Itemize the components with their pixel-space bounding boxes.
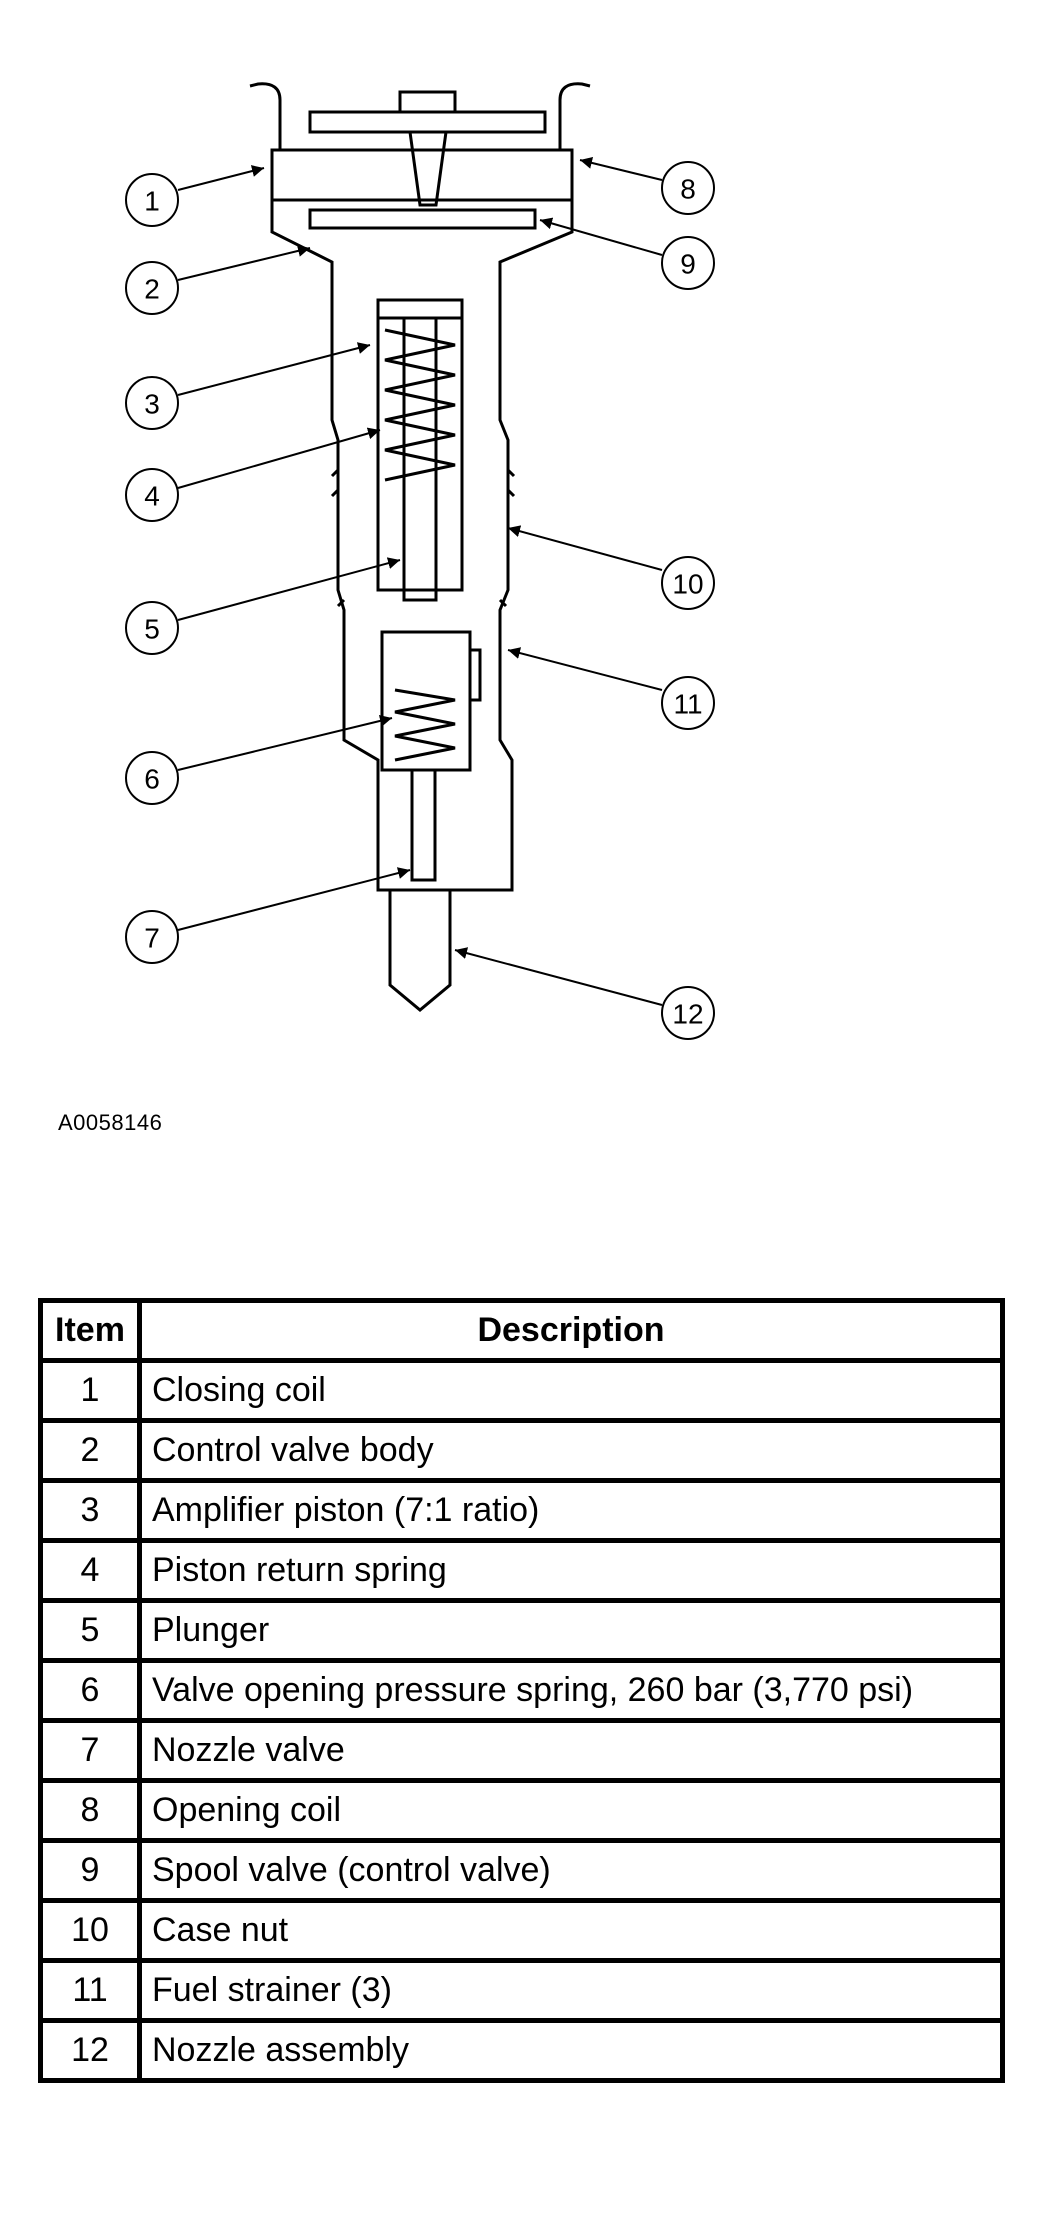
callout-circle-7 bbox=[125, 910, 179, 964]
callout-label-9: 9 bbox=[680, 249, 696, 280]
callout-circle-10 bbox=[661, 556, 715, 610]
callout-circle-6 bbox=[125, 751, 179, 805]
legend-item-description: Closing coil bbox=[137, 1358, 1005, 1423]
legend-item-description: Fuel strainer (3) bbox=[137, 1958, 1005, 2023]
legend-item-description: Nozzle valve bbox=[137, 1718, 1005, 1783]
legend-item-description: Nozzle assembly bbox=[137, 2018, 1005, 2083]
top-cap bbox=[308, 110, 547, 134]
leader-9 bbox=[539, 217, 663, 256]
legend-item-number: 10 bbox=[38, 1898, 142, 1963]
callout-label-8: 8 bbox=[680, 174, 696, 205]
callout-circle-5 bbox=[125, 601, 179, 655]
legend-item-number: 11 bbox=[38, 1958, 142, 2023]
legend-item-number: 6 bbox=[38, 1658, 142, 1723]
legend-item-number: 4 bbox=[38, 1538, 142, 1603]
legend-item-number: 7 bbox=[38, 1718, 142, 1783]
leader-6 bbox=[177, 715, 393, 771]
valve-opening-spring bbox=[394, 688, 456, 762]
valve-chamber bbox=[380, 630, 472, 772]
top-stem bbox=[398, 90, 457, 112]
legend-item-number: 8 bbox=[38, 1778, 142, 1843]
piston-return-spring bbox=[384, 328, 456, 482]
callout-label-7: 7 bbox=[144, 923, 160, 954]
callout-label-1: 1 bbox=[144, 186, 160, 217]
callout-circle-9 bbox=[661, 236, 715, 290]
figure-id: A0058146 bbox=[58, 1110, 163, 1135]
legend-item-number: 3 bbox=[38, 1478, 142, 1543]
legend-item-description: Spool valve (control valve) bbox=[137, 1838, 1005, 1903]
callout-labels: 1 2 3 4 5 6 7 8 9 10 11 12 bbox=[144, 174, 703, 1030]
opening-coil-wire bbox=[558, 82, 591, 150]
closing-coil-wire bbox=[249, 82, 282, 150]
legend-item-number: 12 bbox=[38, 2018, 142, 2083]
callout-circles bbox=[125, 161, 715, 1040]
legend-item-number: 5 bbox=[38, 1598, 142, 1663]
callout-label-3: 3 bbox=[144, 389, 160, 420]
callout-circle-8 bbox=[661, 161, 715, 215]
housing-shoulder bbox=[270, 200, 574, 892]
legend-header-description: Description bbox=[137, 1298, 1005, 1363]
fuel-strainer bbox=[470, 648, 482, 702]
callout-leaders bbox=[177, 157, 663, 1006]
leader-5 bbox=[177, 557, 401, 621]
callout-circle-3 bbox=[125, 376, 179, 430]
legend-item-description: Control valve body bbox=[137, 1418, 1005, 1483]
leader-8 bbox=[579, 157, 663, 181]
callout-label-6: 6 bbox=[144, 764, 160, 795]
legend-item-number: 2 bbox=[38, 1418, 142, 1483]
plunger bbox=[402, 318, 438, 602]
upper-housing bbox=[270, 148, 574, 202]
leader-2 bbox=[177, 244, 311, 281]
legend-item-description: Valve opening pressure spring, 260 bar (… bbox=[137, 1658, 1005, 1723]
injector-diagram: 1 2 3 4 5 6 7 8 9 10 11 12 bbox=[125, 82, 715, 1040]
callout-circle-11 bbox=[661, 676, 715, 730]
callout-circle-4 bbox=[125, 468, 179, 522]
nozzle-assembly bbox=[388, 890, 452, 1012]
injector-body bbox=[249, 82, 591, 1012]
leader-11 bbox=[507, 647, 663, 691]
leader-10 bbox=[507, 525, 663, 571]
leader-12 bbox=[454, 947, 663, 1006]
callout-label-2: 2 bbox=[144, 274, 160, 305]
legend-item-number: 1 bbox=[38, 1358, 142, 1423]
callout-label-11: 11 bbox=[673, 689, 702, 720]
leader-3 bbox=[177, 342, 371, 396]
leader-7 bbox=[177, 867, 411, 931]
legend-item-description: Case nut bbox=[137, 1898, 1005, 1963]
amplifier-piston bbox=[376, 298, 464, 320]
nozzle-valve bbox=[410, 770, 437, 882]
legend-header-row: Item Description bbox=[38, 1298, 1005, 1363]
legend-item-number: 9 bbox=[38, 1838, 142, 1903]
callout-circle-1 bbox=[125, 173, 179, 227]
thread-marks bbox=[330, 468, 516, 608]
callout-label-10: 10 bbox=[672, 569, 703, 600]
callout-circle-12 bbox=[661, 986, 715, 1040]
callout-label-12: 12 bbox=[672, 999, 703, 1030]
leader-1 bbox=[177, 165, 265, 191]
stem-taper bbox=[408, 131, 448, 207]
legend-item-description: Piston return spring bbox=[137, 1538, 1005, 1603]
callout-circle-2 bbox=[125, 261, 179, 315]
legend-item-description: Opening coil bbox=[137, 1778, 1005, 1843]
legend-item-description: Plunger bbox=[137, 1598, 1005, 1663]
legend-header-item: Item bbox=[38, 1298, 142, 1363]
control-valve-body bbox=[308, 208, 537, 230]
callout-label-5: 5 bbox=[144, 614, 160, 645]
callout-label-4: 4 bbox=[144, 481, 160, 512]
leader-4 bbox=[177, 427, 381, 489]
legend-item-description: Amplifier piston (7:1 ratio) bbox=[137, 1478, 1005, 1543]
